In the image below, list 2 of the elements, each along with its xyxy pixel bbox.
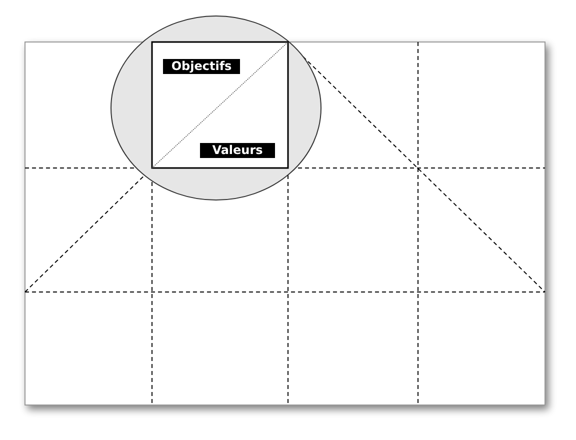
text-label: Valeurs	[200, 143, 275, 158]
text-label: Objectifs	[163, 59, 240, 74]
